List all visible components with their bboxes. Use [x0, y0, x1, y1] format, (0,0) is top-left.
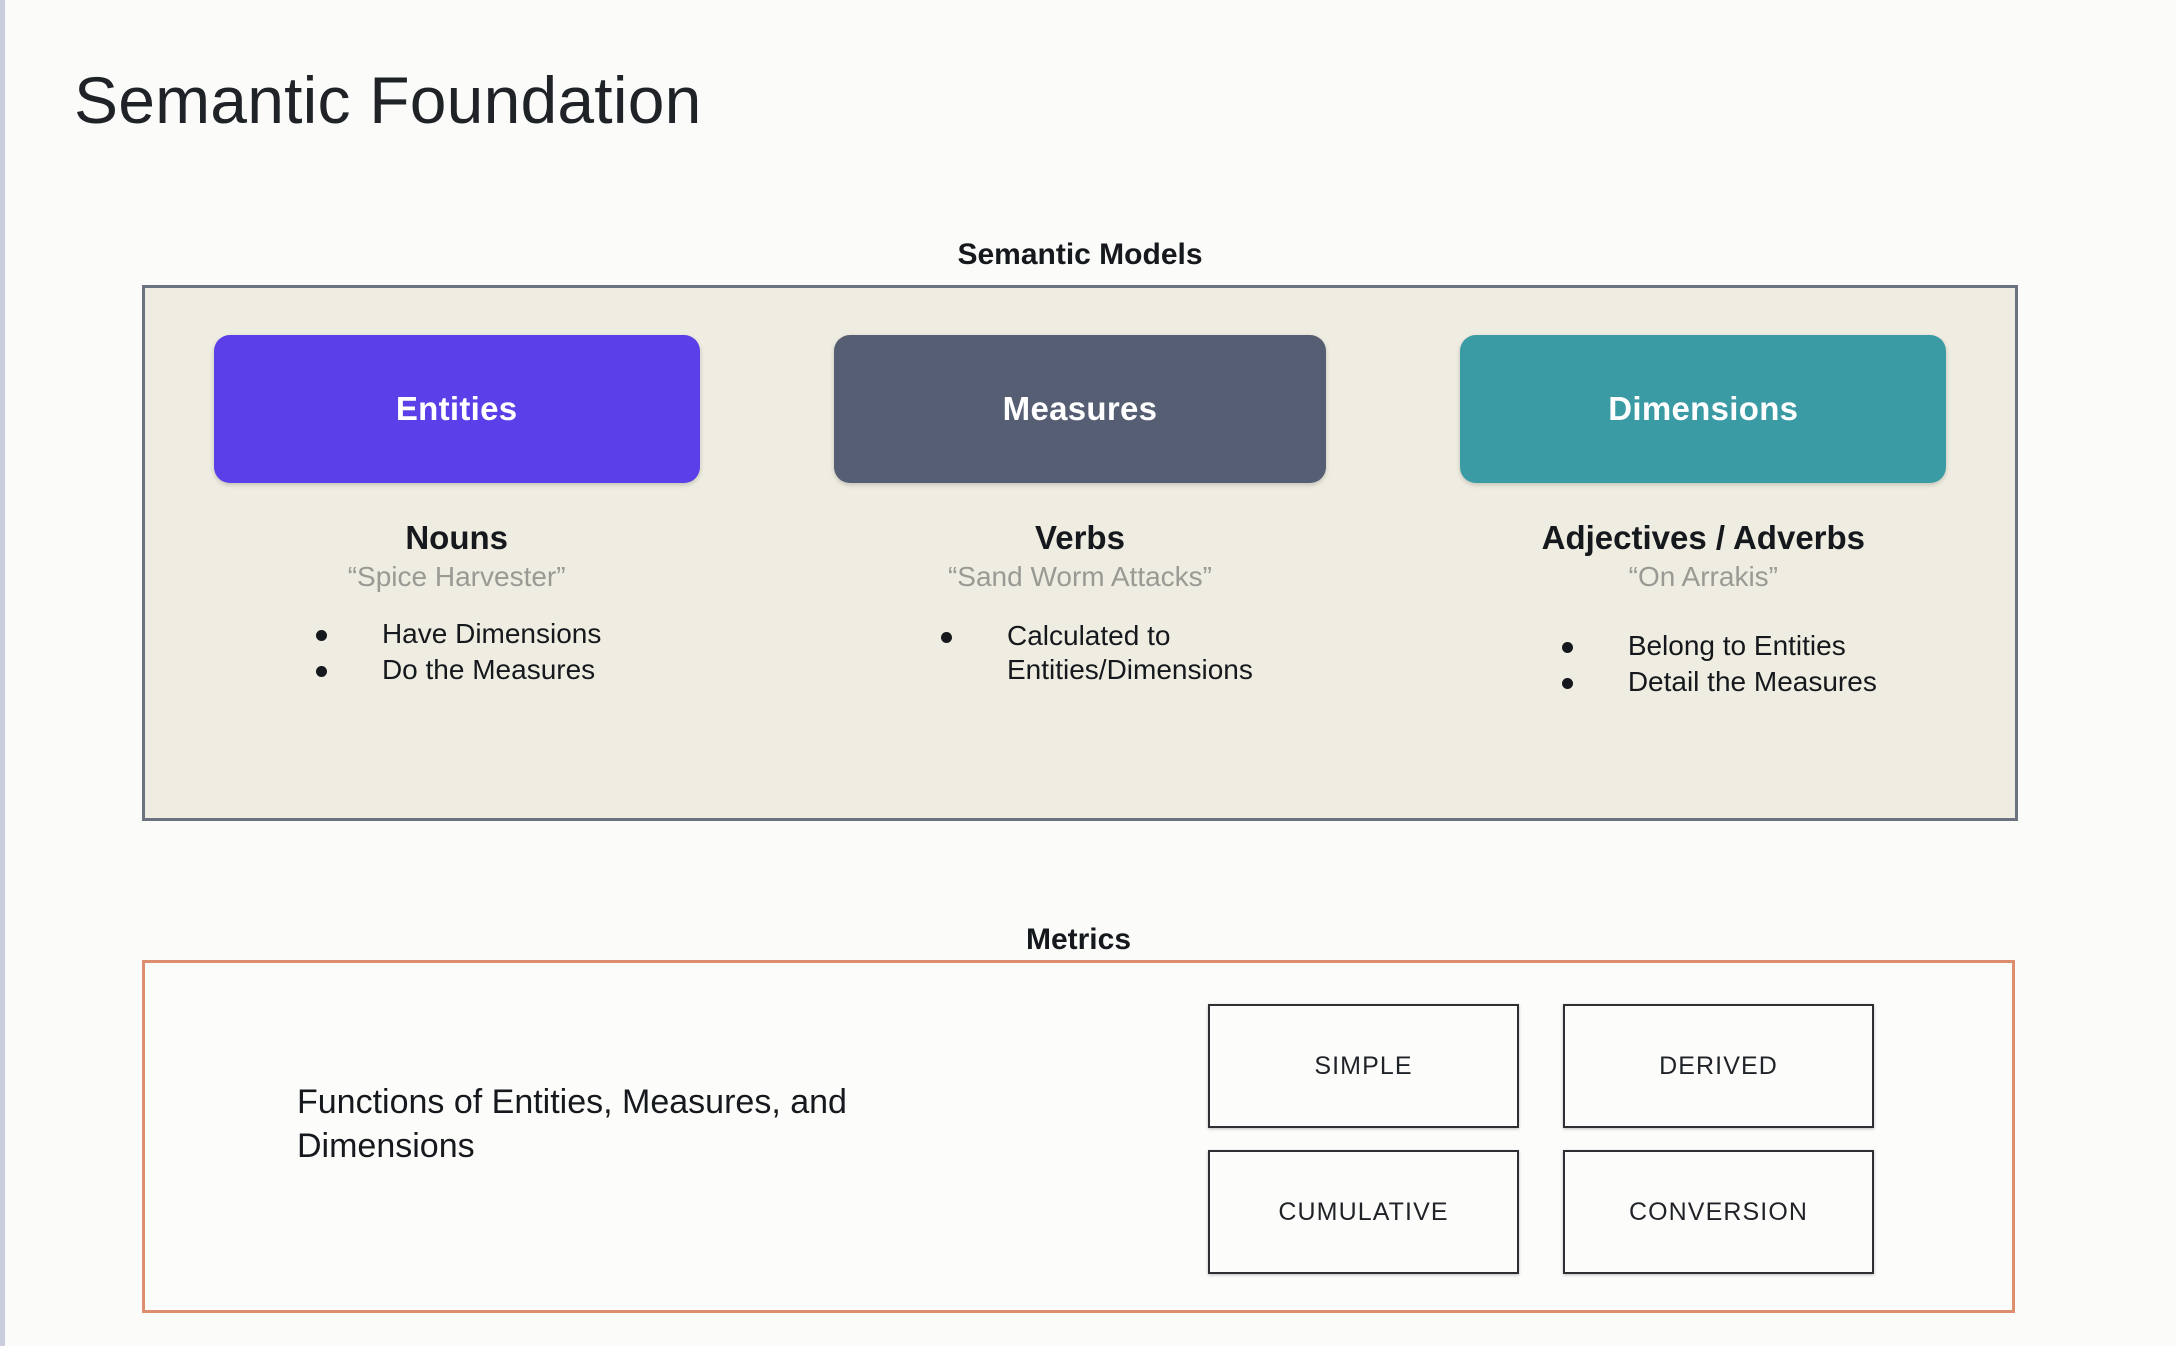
metric-type-cumulative[interactable]: CUMULATIVE: [1208, 1150, 1519, 1274]
page-title: Semantic Foundation: [74, 63, 702, 137]
list-item: Detail the Measures: [1540, 665, 1877, 699]
concept-card-measures[interactable]: Measures: [833, 335, 1326, 483]
list-item: Belong to Entities: [1540, 629, 1877, 663]
metrics-panel: Functions of Entities, Measures, and Dim…: [142, 960, 2015, 1313]
list-item: Calculated to Entities/Dimensions: [919, 619, 1253, 688]
metric-type-conversion[interactable]: CONVERSION: [1563, 1150, 1874, 1274]
metrics-caption: Metrics: [1025, 923, 1132, 956]
part-of-speech-entities: Nouns: [405, 519, 508, 556]
list-item: Have Dimensions: [294, 617, 601, 651]
metric-type-derived[interactable]: DERIVED: [1563, 1004, 1874, 1128]
semantic-column-measures: Measures Verbs “Sand Worm Attacks” Calcu…: [768, 288, 1391, 818]
part-of-speech-dimensions: Adjectives / Adverbs: [1541, 519, 1866, 556]
semantic-column-entities: Entities Nouns “Spice Harvester” Have Di…: [145, 288, 768, 818]
example-phrase-entities: “Spice Harvester”: [347, 561, 566, 592]
bullet-list-dimensions: Belong to Entities Detail the Measures: [1540, 629, 1877, 702]
semantic-models-columns: Entities Nouns “Spice Harvester” Have Di…: [145, 288, 2015, 818]
left-edge-strip: [0, 0, 5, 1346]
semantic-column-dimensions: Dimensions Adjectives / Adverbs “On Arra…: [1392, 288, 2015, 818]
bullet-list-measures: Calculated to Entities/Dimensions: [919, 619, 1253, 690]
semantic-models-caption: Semantic Models: [957, 238, 1203, 271]
concept-card-dimensions[interactable]: Dimensions: [1460, 335, 1947, 483]
example-phrase-measures: “Sand Worm Attacks”: [947, 561, 1212, 592]
bullet-list-entities: Have Dimensions Do the Measures: [294, 617, 601, 690]
metric-type-simple[interactable]: SIMPLE: [1208, 1004, 1519, 1128]
list-item: Do the Measures: [294, 653, 601, 687]
semantic-models-panel: Entities Nouns “Spice Harvester” Have Di…: [142, 285, 2018, 821]
part-of-speech-measures: Verbs: [1035, 519, 1125, 556]
metrics-description: Functions of Entities, Measures, and Dim…: [297, 1083, 847, 1165]
metric-type-grid: SIMPLE DERIVED CUMULATIVE CONVERSION: [1208, 1004, 1874, 1274]
concept-card-entities[interactable]: Entities: [213, 335, 700, 483]
example-phrase-dimensions: “On Arrakis”: [1628, 561, 1778, 592]
